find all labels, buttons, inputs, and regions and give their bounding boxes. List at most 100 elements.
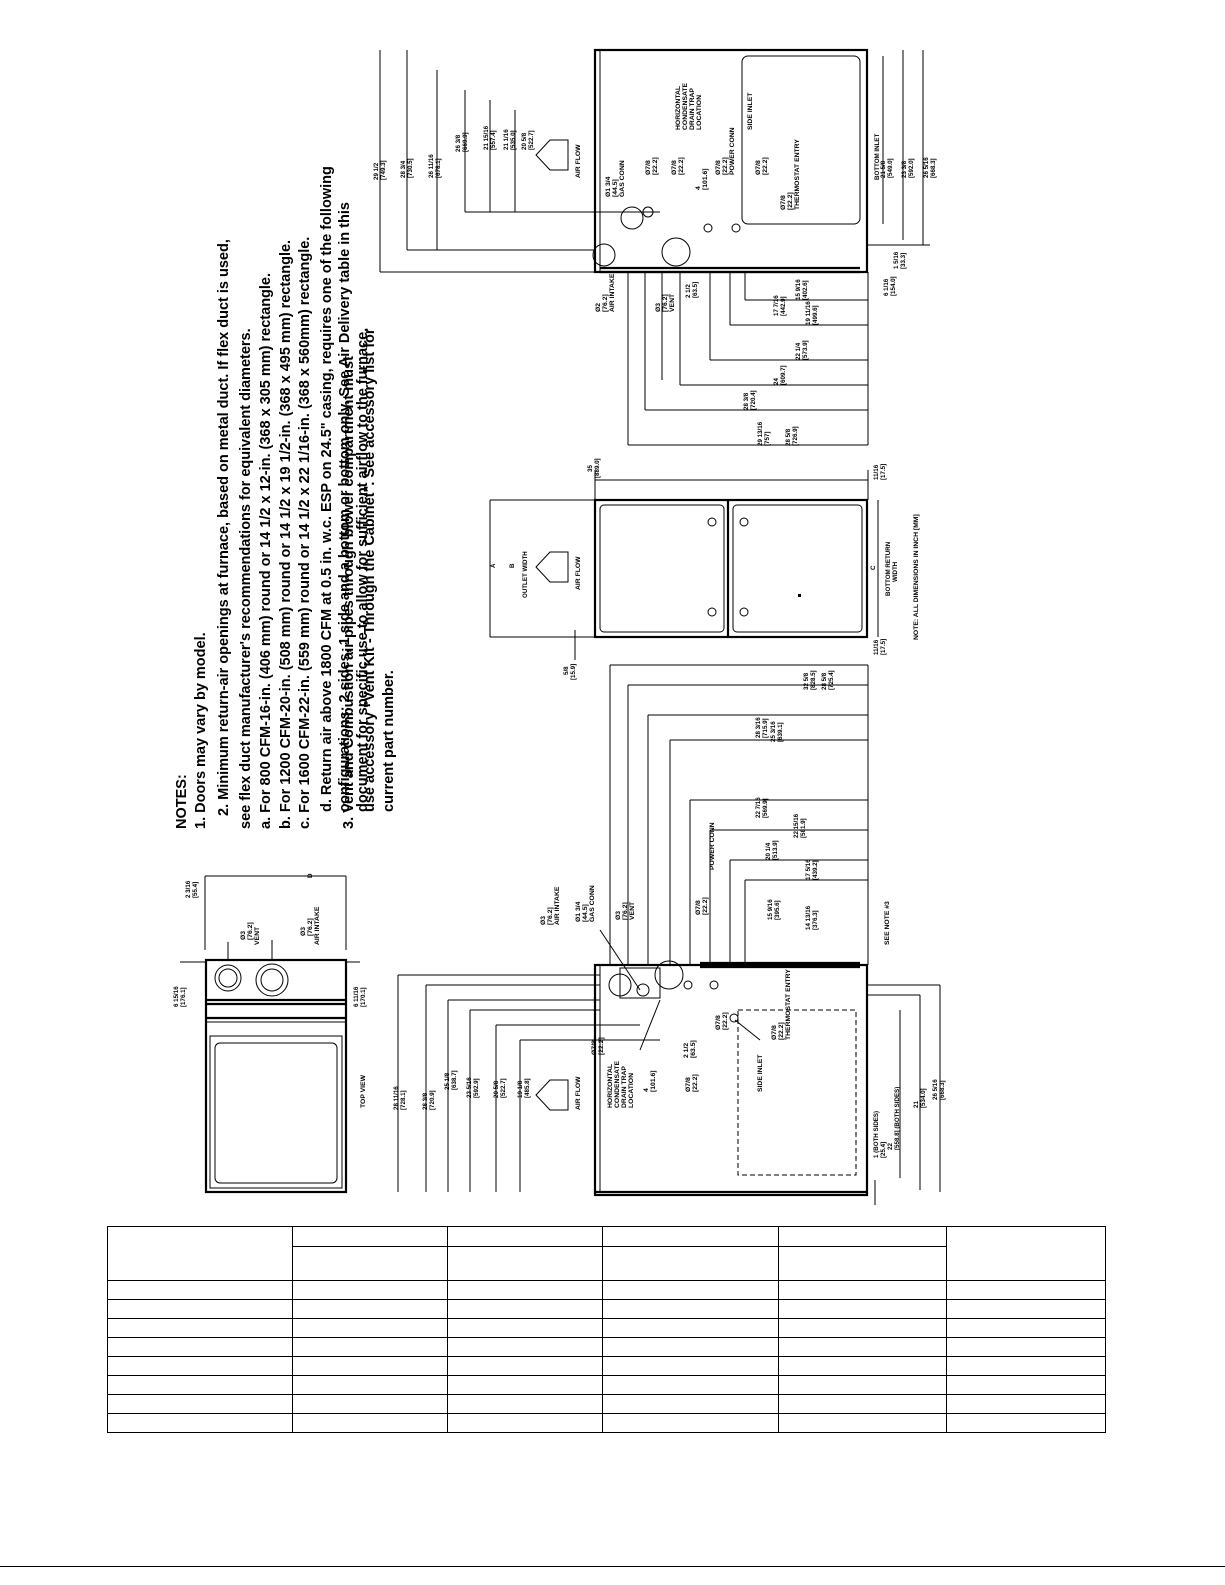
right-callout: [22.2] — [722, 157, 729, 175]
table-cell — [107, 1299, 293, 1319]
left-top-dim: 22 7/16 — [755, 797, 762, 818]
right-callout: [44.5] — [612, 179, 619, 197]
left-label: AIR FLOW — [575, 1076, 582, 1110]
right-bottom-dim: [154.0] — [890, 276, 897, 296]
table-cell — [292, 1280, 448, 1300]
front-dim: OUTLET WIDTH — [522, 551, 529, 598]
table-cell — [292, 1299, 448, 1319]
right-dim: [535.0] — [510, 130, 517, 150]
left-top-dim: [639.1] — [777, 722, 784, 742]
front-dim: A — [490, 563, 497, 568]
left-dim: 28 3/8 — [422, 1092, 429, 1110]
table-cell — [447, 1394, 603, 1414]
right-inlet-dim: 26 5/16 — [923, 157, 930, 178]
left-dim: [638.7] — [451, 1070, 458, 1090]
left-top-dim: [439.2] — [812, 860, 819, 880]
left-callout: Ø1 3/4 — [575, 901, 582, 922]
table-cell — [107, 1356, 293, 1376]
front-dim: WIDTH — [892, 561, 899, 582]
left-callout: THERMOSTAT ENTRY — [785, 969, 792, 1040]
notes-block: NOTES:1. Doors may vary by model.2. Mini… — [174, 166, 397, 829]
table-cell — [778, 1394, 947, 1414]
left-top-dim: 20 1/4 — [765, 842, 772, 860]
left-bottom-dim: [25.4] — [880, 1142, 887, 1158]
left-callout: Ø7/8 — [591, 1040, 598, 1055]
table-row — [107, 1413, 1106, 1433]
right-bottom-dim: 24 — [773, 378, 780, 385]
left-callout: [101.6] — [650, 1070, 657, 1092]
left-top-dim: [513.9] — [772, 840, 779, 860]
left-top-dim: 28 3/16 — [755, 717, 762, 738]
note-line: document for specific use to allow for s… — [355, 328, 371, 812]
right-bottom-dim: 17 7/16 — [773, 295, 780, 316]
right-label: AIR FLOW — [575, 144, 582, 178]
table-cell — [602, 1413, 779, 1433]
table-row — [107, 1394, 1106, 1414]
note-line: 2. Minimum return-air openings at furnac… — [216, 239, 232, 816]
front-dim: C — [870, 565, 877, 570]
table-cell — [107, 1375, 293, 1395]
note-line: 3. Vent and Combustion air pipes through… — [341, 356, 357, 829]
note-line: current part number. — [381, 670, 397, 812]
left-dim: 28 11/16 — [393, 1086, 400, 1110]
table-cell — [778, 1318, 947, 1338]
left-top-dim: [395.6] — [774, 900, 781, 920]
right-callout: Ø3 — [655, 303, 662, 312]
left-bottom-dim: 22 — [887, 1143, 894, 1150]
right-callout: Ø7/8 — [715, 160, 722, 175]
table-cell — [602, 1337, 779, 1357]
left-top-dim: 22 15/16 — [793, 813, 800, 838]
left-callout: [22.2] — [692, 1074, 699, 1092]
top-view-dim: 6 11/16 — [353, 986, 360, 1007]
front-dim: 11/16 — [873, 464, 880, 480]
left-callout: VENT — [629, 901, 636, 920]
note-line: NOTES: — [174, 774, 190, 829]
note-line: configurations: 2 sides, 1 side and a bo… — [337, 202, 353, 812]
left-side-view — [397, 664, 941, 1205]
left-dim: 23 5/16 — [466, 1077, 473, 1098]
left-callout: Ø3 — [615, 911, 622, 920]
table-cell — [447, 1413, 603, 1433]
left-top-dim: [715.9] — [762, 718, 769, 738]
table-cell — [602, 1280, 779, 1300]
note-line: b. For 1200 CFM-20-in. (508 mm) round or… — [278, 240, 294, 829]
left-callout: [22.2] — [778, 1022, 785, 1040]
table-cell — [778, 1413, 947, 1433]
right-bottom-dim: 6 1/16 — [883, 278, 890, 296]
table-cell — [107, 1413, 293, 1433]
top-view-dim: [55.4] — [192, 882, 199, 898]
table-cell — [447, 1299, 603, 1319]
right-callout: GAS CONN — [619, 160, 626, 197]
left-top-dim: 32 5/8 — [803, 672, 810, 690]
left-top-dim: [569.9] — [762, 798, 769, 818]
right-callout: [22.2] — [652, 157, 659, 175]
right-callout: Ø7/8 — [671, 160, 678, 175]
table-cell — [292, 1356, 448, 1376]
right-bottom-dim: [720.4] — [750, 390, 757, 410]
left-top-dim: [828.5] — [810, 670, 817, 690]
right-bottom-dim: 15 9/16 — [795, 279, 802, 300]
left-callout: [22.2] — [722, 1012, 729, 1030]
right-label: SIDE INLET — [747, 92, 754, 130]
right-bottom-dim: [402.6] — [802, 280, 809, 300]
table-cell — [447, 1337, 603, 1357]
table-cell — [107, 1394, 293, 1414]
left-bottom-dim: 21 — [913, 1101, 920, 1108]
table-cell — [602, 1394, 779, 1414]
right-bottom-dim: [63.5] — [692, 282, 699, 298]
right-dim: [522.7] — [528, 130, 535, 150]
left-callout: SEE NOTE #3 — [884, 901, 891, 945]
right-dim: 26 3/8 — [455, 134, 462, 152]
table-cell — [292, 1413, 448, 1433]
right-label: HORIZONTAL — [675, 86, 682, 130]
left-callout: AIR INTAKE — [554, 886, 561, 925]
table-cell — [778, 1299, 947, 1319]
right-bottom-dim: [499.6] — [812, 305, 819, 325]
table-cell — [602, 1318, 779, 1338]
right-callout: AIR INTAKE — [609, 273, 616, 312]
left-dim: 19 1/8 — [517, 1080, 524, 1098]
right-callout: THERMOSTAT ENTRY — [794, 139, 801, 210]
right-bottom-dim: [573.9] — [802, 340, 809, 360]
table-cell — [946, 1318, 1106, 1338]
left-callout: [22.2] — [598, 1037, 605, 1055]
